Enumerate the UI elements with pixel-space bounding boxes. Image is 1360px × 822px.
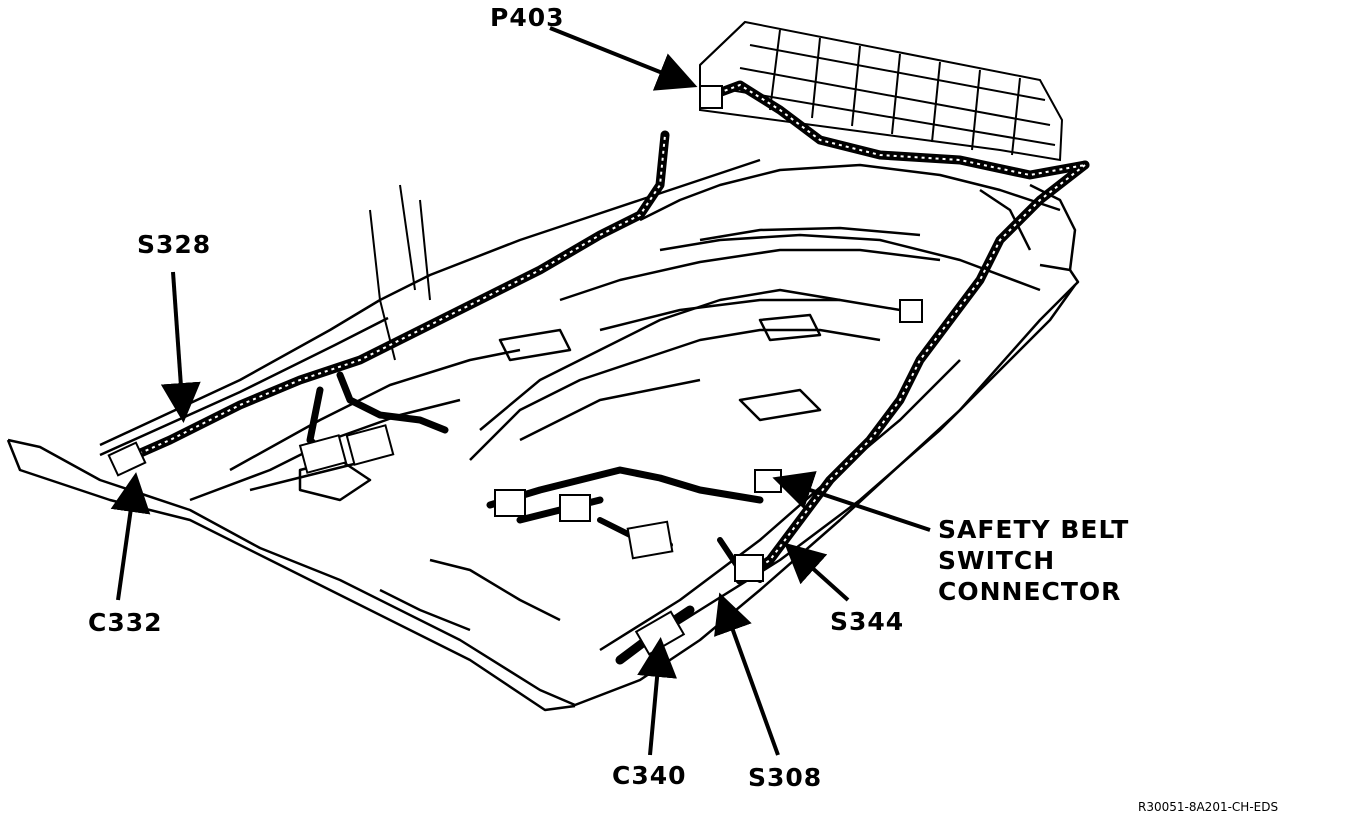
s308-arrow	[714, 592, 780, 756]
s328-arrow	[160, 271, 201, 423]
s344-arrow	[784, 542, 850, 602]
c340-arrow	[637, 637, 678, 756]
safety-belt-arrow	[772, 471, 931, 532]
label-c340: C340	[612, 761, 687, 790]
label-safety-belt-switch-connector: SAFETY BELT SWITCH CONNECTOR	[938, 514, 1129, 607]
c332-arrow	[110, 472, 151, 601]
safety-belt-line-2: SWITCH	[938, 546, 1056, 575]
p403-arrow	[549, 26, 698, 91]
safety-belt-line-1: SAFETY BELT	[938, 515, 1130, 544]
harness-stripes	[119, 83, 1086, 581]
label-s328: S328	[137, 230, 212, 259]
label-s308: S308	[748, 763, 823, 792]
safety-belt-line-3: CONNECTOR	[938, 577, 1122, 606]
label-c332: C332	[88, 608, 163, 637]
label-p403: P403	[490, 3, 565, 32]
connectors	[107, 85, 923, 656]
label-s344: S344	[830, 607, 905, 636]
figure-code: R30051-8A201-CH-EDS	[1138, 800, 1279, 814]
leader-arrows	[110, 26, 931, 756]
rear-package-shelf	[699, 20, 1064, 162]
